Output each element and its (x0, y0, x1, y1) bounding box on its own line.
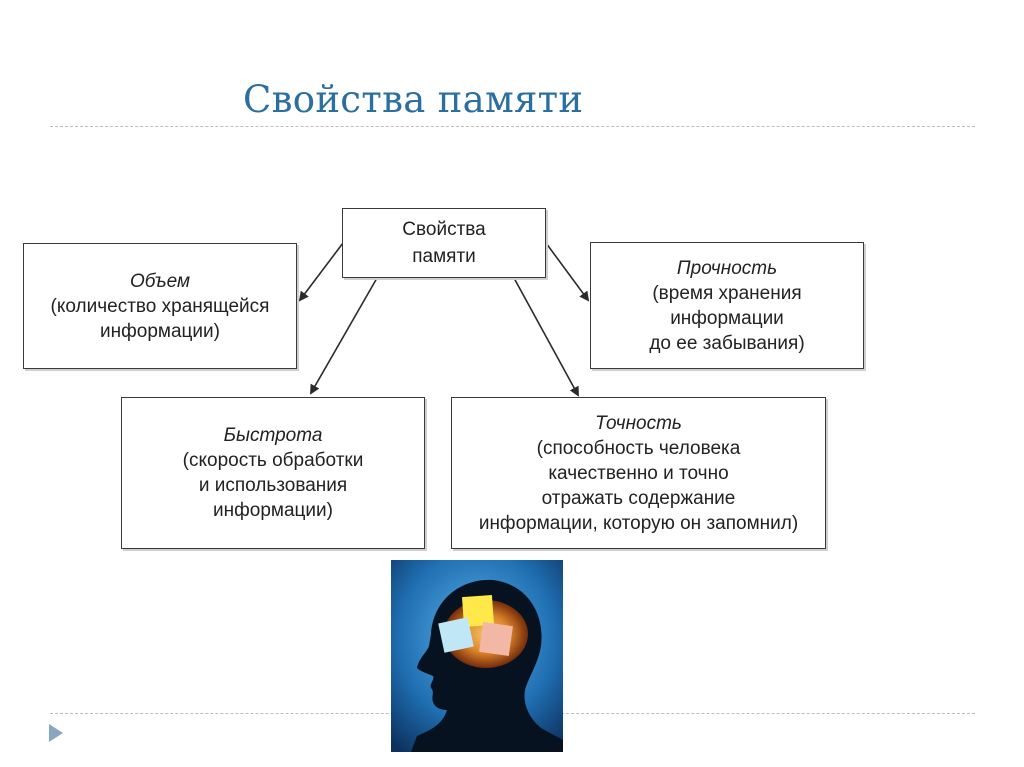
accuracy-node-head: Точность (595, 412, 682, 434)
volume-node-line1: (количество хранящейся (50, 295, 270, 317)
volume-node-head: Объем (129, 270, 190, 292)
strength-node-line3: до ее забывания) (649, 332, 805, 354)
arrow-to-strength (545, 242, 590, 302)
speed-node: Быстрота (скорость обработки и использов… (121, 397, 425, 549)
accuracy-node-line2: качественно и точно (548, 462, 729, 484)
volume-node-line2: информации) (100, 320, 220, 342)
play-triangle-icon[interactable] (49, 724, 63, 742)
top-divider (50, 126, 975, 127)
center-node-line1: Свойства (402, 219, 486, 240)
strength-node-head: Прочность (676, 257, 778, 279)
accuracy-node-line1: (способность человека (536, 437, 741, 459)
arrow-to-volume (298, 242, 344, 302)
arrow-to-speed (310, 277, 378, 395)
strength-node: Прочность (время хранения информации до … (590, 242, 864, 369)
head-silhouette-sticky-notes-icon (391, 560, 563, 752)
speed-node-line2: и использования (198, 475, 348, 496)
center-node-line2: памяти (412, 246, 476, 267)
strength-node-line2: информации (670, 307, 784, 329)
accuracy-node-line3: отражать содержание (541, 487, 736, 509)
slide-title: Свойства памяти (243, 78, 584, 121)
accuracy-node: Точность (способность человека качествен… (451, 397, 826, 549)
speed-node-head: Быстрота (223, 425, 323, 446)
accuracy-node-line4: информации, которую он запомнил) (478, 512, 799, 534)
speed-node-line3: информации) (213, 500, 333, 521)
strength-node-line1: (время хранения (652, 282, 802, 304)
center-node: Свойства памяти (342, 208, 546, 278)
speed-node-line1: (скорость обработки (182, 450, 364, 471)
volume-node: Объем (количество хранящейся информации) (23, 243, 297, 369)
arrow-to-accuracy (513, 277, 579, 397)
